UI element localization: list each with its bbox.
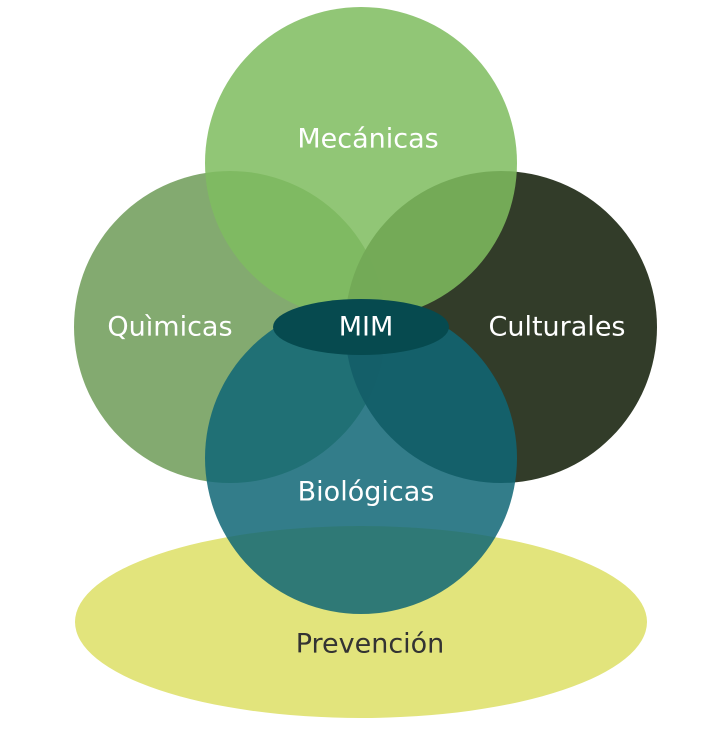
- mecanicas-label: Mecánicas: [297, 124, 438, 155]
- biologicas-label: Biológicas: [298, 477, 435, 508]
- mecanicas-circle: [205, 7, 517, 319]
- prevencion-label: Prevención: [296, 629, 445, 660]
- mim-label: MIM: [339, 312, 394, 343]
- culturales-label: Culturales: [489, 312, 626, 343]
- biologicas-circle: [205, 302, 517, 614]
- prevencion-ellipse: [75, 526, 647, 718]
- quimicas-label: Quìmicas: [107, 312, 232, 343]
- mim-center-ellipse: [273, 299, 449, 355]
